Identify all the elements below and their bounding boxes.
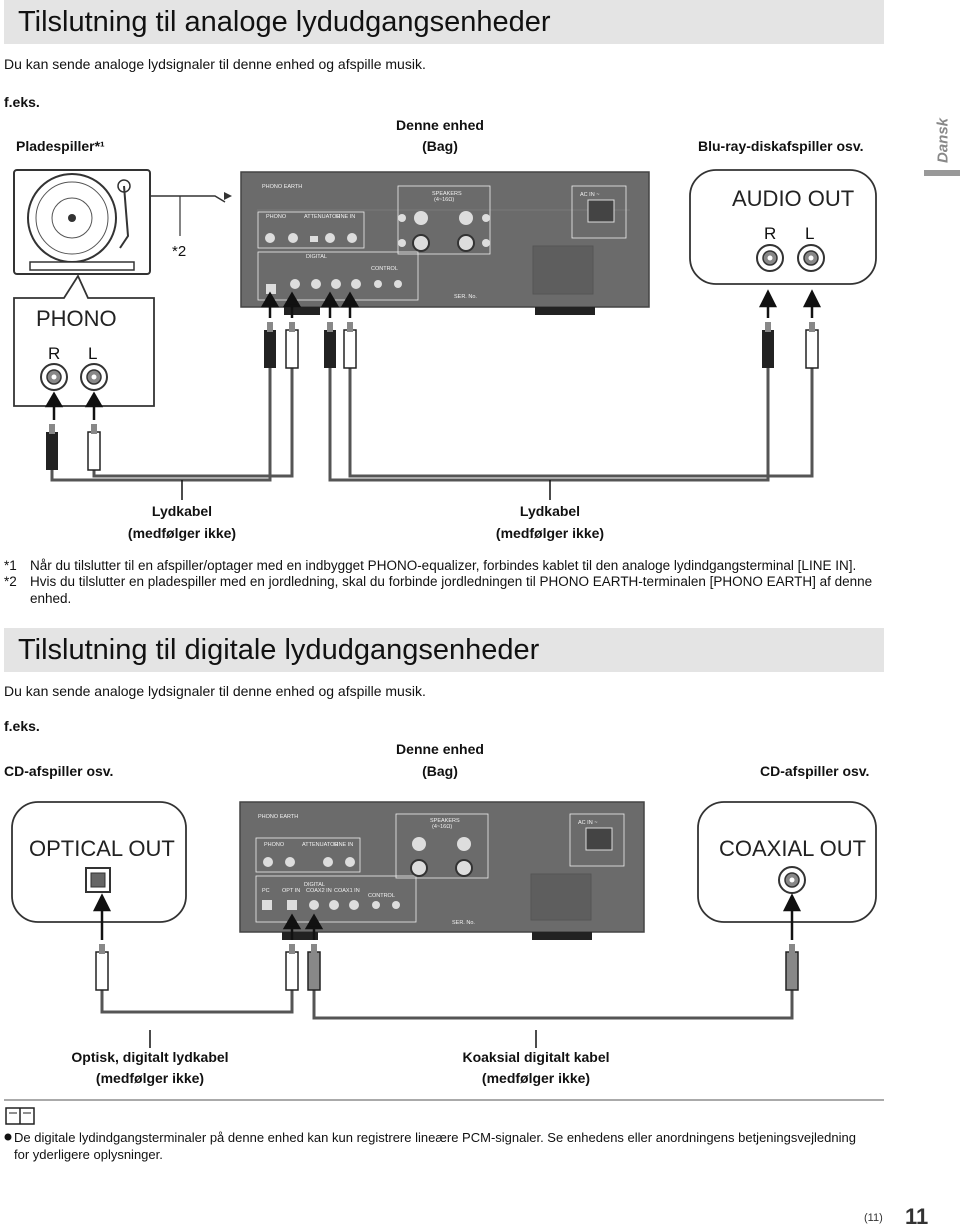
audio-out-box (689, 169, 877, 285)
phono-box-title: PHONO (36, 306, 117, 331)
coaxial-out-box (697, 801, 877, 923)
digital-arrows (92, 893, 802, 940)
coaxial-cable-label-1: Koaksial digitalt kabel (462, 1049, 610, 1065)
footnote-2: *2 Hvis du tilslutter en pladespiller me… (4, 574, 873, 606)
panel-label-speakers-d: SPEAKERS (430, 818, 460, 824)
cable-right-label-1: Lydkabel (519, 503, 581, 519)
optical-cable-label-2: (medfølger ikke) (95, 1070, 205, 1086)
panel-label-control: CONTROL (371, 266, 398, 272)
bluray-label: Blu-ray-diskafspiller osv. (698, 138, 864, 154)
panel-label-ac-in: AC IN ~ (580, 192, 599, 198)
phono-r-label: R (48, 344, 61, 363)
panel-label-line-in-d: LINE IN (334, 842, 353, 848)
panel-label-attenuator-d: ATTENUATOR (302, 842, 338, 848)
panel-label-phono-earth-d: PHONO EARTH (258, 814, 298, 820)
audio-out-title: AUDIO OUT (732, 186, 855, 211)
panel-label-digital: DIGITAL (306, 254, 327, 260)
analog-arrows (44, 289, 822, 420)
unit-rear-panel-digital (239, 801, 645, 940)
analog-plugs (46, 322, 819, 471)
coaxial-cable-label-2: (medfølger ikke) (481, 1070, 591, 1086)
ground-note: *2 (172, 243, 187, 260)
cd-player-right-label: CD-afspiller osv. (760, 763, 870, 779)
optical-out-box (11, 801, 187, 923)
language-tab-bar (924, 170, 960, 176)
panel-label-digital-d: DIGITAL (304, 882, 325, 888)
optical-cable-label-1: Optisk, digitalt lydkabel (71, 1049, 229, 1065)
cd-player-left-label: CD-afspiller osv. (4, 763, 114, 779)
analog-intro: Du kan sende analoge lydsignaler til den… (4, 56, 426, 72)
panel-label-speakers-imp-d: (4~16Ω) (432, 824, 452, 830)
panel-label-attenuator: ATTENUATOR (304, 214, 340, 220)
panel-label-line-in: LINE IN (336, 214, 355, 220)
digital-section-title: Tilslutning til digitale lydudgangsenhed… (18, 634, 540, 666)
cable-left-label-2: (medfølger ikke) (127, 525, 237, 541)
panel-label-phono: PHONO (266, 214, 287, 220)
digital-example-label: f.eks. (4, 718, 40, 734)
analog-example-label: f.eks. (4, 94, 40, 110)
page-number-paren: (11) (864, 1212, 883, 1224)
audio-out-r-label: R (764, 224, 777, 243)
panel-label-opt-in-d: OPT IN (282, 888, 300, 894)
panel-label-pc-d: PC (262, 888, 270, 894)
phono-l-label: L (88, 344, 98, 363)
page-number: 11 (905, 1204, 929, 1229)
coaxial-out-title: COAXIAL OUT (719, 836, 867, 861)
panel-label-control-d: CONTROL (368, 893, 395, 899)
turntable-label: Pladespiller*¹ (16, 138, 105, 154)
cable-left-label-1: Lydkabel (151, 503, 213, 519)
digital-section-bar: Tilslutning til digitale lydudgangsenhed… (4, 628, 884, 672)
digital-unit-label-2: (Bag) (422, 763, 458, 779)
unit-label-1: Denne enhed (396, 117, 484, 133)
phono-box (13, 274, 155, 407)
audio-out-l-label: L (805, 224, 815, 243)
panel-label-ser-no-d: SER. No. (452, 920, 475, 926)
digital-plugs (95, 944, 799, 991)
ground-wire (150, 195, 226, 203)
panel-label-speakers: SPEAKERS (432, 191, 462, 197)
analog-section-bar: Tilslutning til analoge lydudgangsenhede… (4, 0, 884, 44)
digital-cables (100, 990, 794, 1020)
panel-label-speakers-imp: (4~16Ω) (434, 197, 454, 203)
unit-label-2: (Bag) (422, 138, 458, 154)
footnote-1: *1 Når du tilslutter til en afspiller/op… (4, 558, 857, 573)
digital-intro: Du kan sende analoge lydsignaler til den… (4, 683, 426, 699)
turntable-icon (13, 169, 151, 275)
optical-out-title: OPTICAL OUT (29, 836, 175, 861)
digital-note: De digitale lydindgangsterminaler på den… (14, 1130, 856, 1162)
analog-section-title: Tilslutning til analoge lydudgangsenhede… (18, 6, 551, 38)
panel-label-coax2-d: COAX2 IN (306, 888, 332, 894)
cable-right-label-2: (medfølger ikke) (495, 525, 605, 541)
book-icon (5, 1107, 35, 1125)
analog-cables (50, 366, 814, 482)
bullet-icon (4, 1133, 12, 1141)
unit-rear-panel-analog (240, 171, 650, 315)
digital-unit-label-1: Denne enhed (396, 741, 484, 757)
panel-label-phono-d: PHONO (264, 842, 285, 848)
panel-label-coax1-d: COAX1 IN (334, 888, 360, 894)
panel-label-ser-no: SER. No. (454, 294, 477, 300)
panel-label-ac-in-d: AC IN ~ (578, 820, 597, 826)
panel-label-phono-earth: PHONO EARTH (262, 184, 302, 190)
